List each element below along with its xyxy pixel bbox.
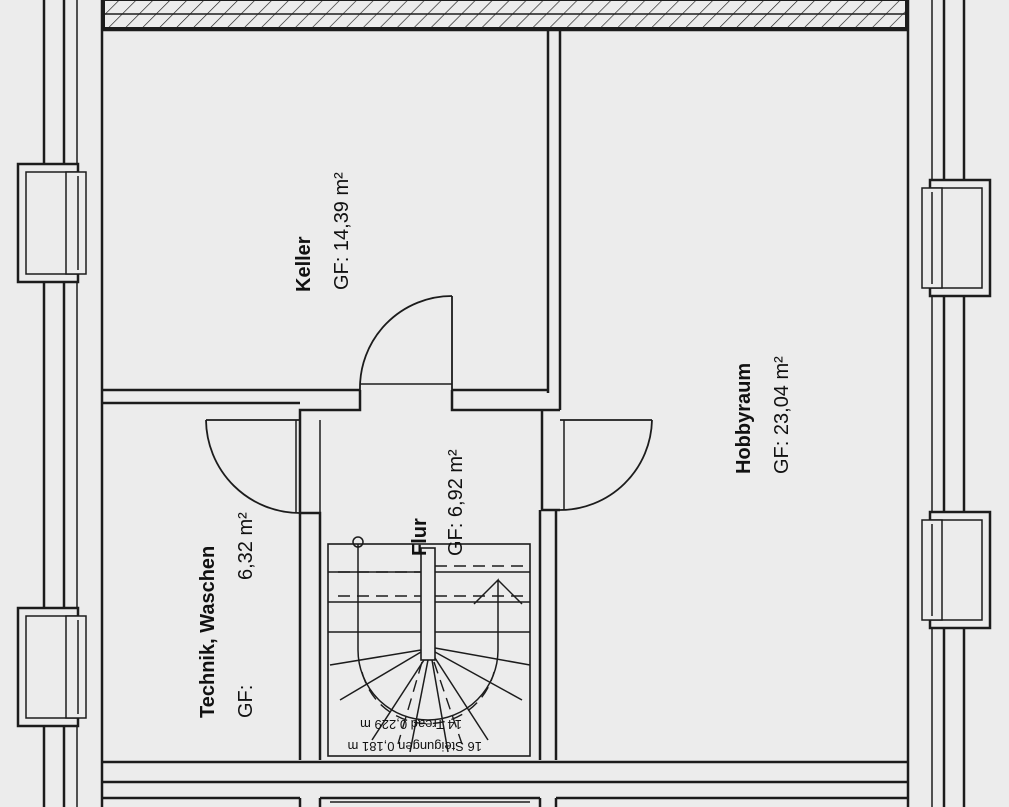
room-name-keller: Keller — [293, 236, 315, 292]
stair-tread-note: 14 Tread 0,229 m — [360, 717, 462, 732]
top-hatched-wall — [103, 0, 907, 29]
wall-flur — [298, 390, 560, 760]
wall-bottom — [102, 760, 908, 807]
window-well-left-bottom — [16, 606, 87, 728]
stair-note-steps: 16 Steigungen 0,181 m — [348, 739, 482, 754]
stair-steps-note: 16 Steigungen 0,181 m — [348, 739, 482, 754]
label-flur: Flur — [409, 518, 431, 556]
label-keller-area: GF: 14,39 m² — [331, 172, 353, 290]
room-area-hobbyraum: GF: 23,04 m² — [771, 356, 793, 474]
room-area-prefix-technik: GF: — [235, 685, 257, 718]
window-well-right-bottom — [921, 510, 992, 630]
room-area-flur: GF: 6,92 m² — [445, 449, 467, 556]
room-name-technik: Technik, Waschen — [197, 546, 219, 718]
staircase — [327, 536, 531, 757]
window-well-right-top — [921, 178, 992, 298]
label-hobbyraum: Hobbyraum — [733, 363, 755, 474]
stair-note-tread: 14 Tread 0,229 m — [360, 717, 462, 732]
room-name-flur: Flur — [409, 518, 431, 556]
wall-keller-hobbyraum — [546, 30, 562, 410]
label-technik: Technik, Waschen — [197, 546, 219, 718]
label-technik-area-value: 6,32 m² — [235, 512, 257, 580]
label-hobbyraum-area: GF: 23,04 m² — [771, 356, 793, 474]
label-keller: Keller — [293, 236, 315, 292]
label-flur-area: GF: 6,92 m² — [445, 449, 467, 556]
room-area-keller: GF: 14,39 m² — [331, 172, 353, 290]
room-name-hobbyraum: Hobbyraum — [733, 363, 755, 474]
label-technik-area-prefix: GF: — [235, 685, 257, 718]
door-hobbyraum — [559, 419, 653, 511]
wall-keller-bottom — [102, 388, 548, 405]
room-area-value-technik: 6,32 m² — [235, 512, 257, 580]
door-keller — [359, 295, 453, 391]
door-technik — [205, 419, 301, 514]
outer-wall-right — [906, 0, 966, 807]
window-well-left-top — [16, 162, 87, 284]
